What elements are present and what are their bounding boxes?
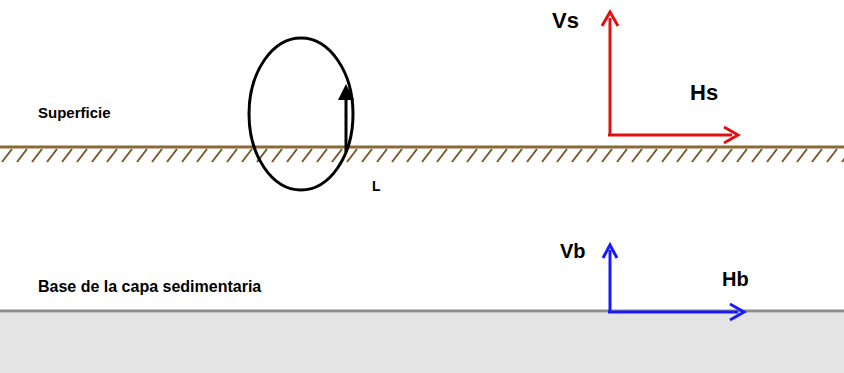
- basement-band: [0, 313, 844, 373]
- hatch-stroke: [242, 149, 252, 162]
- vb-arrow: [609, 250, 612, 313]
- hatch-stroke: [572, 149, 582, 162]
- hatch-stroke: [272, 149, 282, 162]
- hatch-stroke: [2, 149, 12, 162]
- component-label: Hb: [722, 268, 749, 291]
- hatch-stroke: [32, 149, 42, 162]
- hatch-stroke: [362, 149, 372, 162]
- hatch-stroke: [467, 149, 477, 162]
- hatch-stroke: [812, 149, 822, 162]
- component-label: Hs: [690, 80, 718, 105]
- hatch-stroke: [92, 149, 102, 162]
- hatch-stroke: [332, 149, 342, 162]
- ground-hatching: [2, 149, 844, 162]
- surface-label: Superficie: [38, 104, 111, 121]
- hatch-stroke: [827, 149, 837, 162]
- hatch-stroke: [707, 149, 717, 162]
- vs-head: [602, 12, 618, 26]
- hatch-stroke: [722, 149, 732, 162]
- hatch-stroke: [767, 149, 777, 162]
- hatch-stroke: [17, 149, 27, 162]
- hatch-stroke: [692, 149, 702, 162]
- hatch-stroke: [647, 149, 657, 162]
- hatch-stroke: [107, 149, 117, 162]
- wavelength-label: L: [372, 178, 381, 194]
- hatch-stroke: [212, 149, 222, 162]
- hatch-stroke: [662, 149, 672, 162]
- hatch-stroke: [602, 149, 612, 162]
- hatch-stroke: [152, 149, 162, 162]
- hatch-stroke: [137, 149, 147, 162]
- hatch-stroke: [557, 149, 567, 162]
- hb-head: [730, 304, 744, 320]
- hatch-stroke: [122, 149, 132, 162]
- hatch-stroke: [452, 149, 462, 162]
- hatch-stroke: [617, 149, 627, 162]
- hatch-stroke: [422, 149, 432, 162]
- motion-arrowhead: [338, 84, 354, 100]
- hatch-stroke: [77, 149, 87, 162]
- hatch-stroke: [167, 149, 177, 162]
- hatch-stroke: [182, 149, 192, 162]
- hatch-stroke: [227, 149, 237, 162]
- component-label: Vs: [552, 8, 579, 33]
- hatch-stroke: [842, 149, 844, 162]
- hatch-stroke: [737, 149, 747, 162]
- hatch-stroke: [587, 149, 597, 162]
- hatch-stroke: [527, 149, 537, 162]
- base-line: [0, 310, 844, 313]
- hatch-stroke: [677, 149, 687, 162]
- hatch-stroke: [317, 149, 327, 162]
- layer-label: Base de la capa sedimentaria: [38, 278, 261, 296]
- motion-arrow: [345, 96, 348, 152]
- hatch-stroke: [197, 149, 207, 162]
- hatch-stroke: [782, 149, 792, 162]
- hatch-stroke: [542, 149, 552, 162]
- hatch-stroke: [407, 149, 417, 162]
- hatch-stroke: [482, 149, 492, 162]
- hatch-stroke: [377, 149, 387, 162]
- hatch-stroke: [752, 149, 762, 162]
- hatch-stroke: [632, 149, 642, 162]
- hb-arrow: [608, 311, 738, 314]
- component-label: Vb: [560, 240, 586, 263]
- vb-head: [603, 245, 617, 258]
- hatch-stroke: [497, 149, 507, 162]
- surface-line: [0, 146, 844, 149]
- hatch-stroke: [512, 149, 522, 162]
- vs-arrow: [609, 18, 612, 136]
- particle-orbit: [249, 38, 353, 190]
- hatch-stroke: [47, 149, 57, 162]
- hatch-stroke: [347, 149, 357, 162]
- hs-arrow: [608, 134, 732, 137]
- hatch-stroke: [302, 149, 312, 162]
- hatch-stroke: [797, 149, 807, 162]
- hatch-stroke: [392, 149, 402, 162]
- hatch-stroke: [62, 149, 72, 162]
- hatch-stroke: [437, 149, 447, 162]
- hs-head: [724, 127, 738, 143]
- hatch-stroke: [287, 149, 297, 162]
